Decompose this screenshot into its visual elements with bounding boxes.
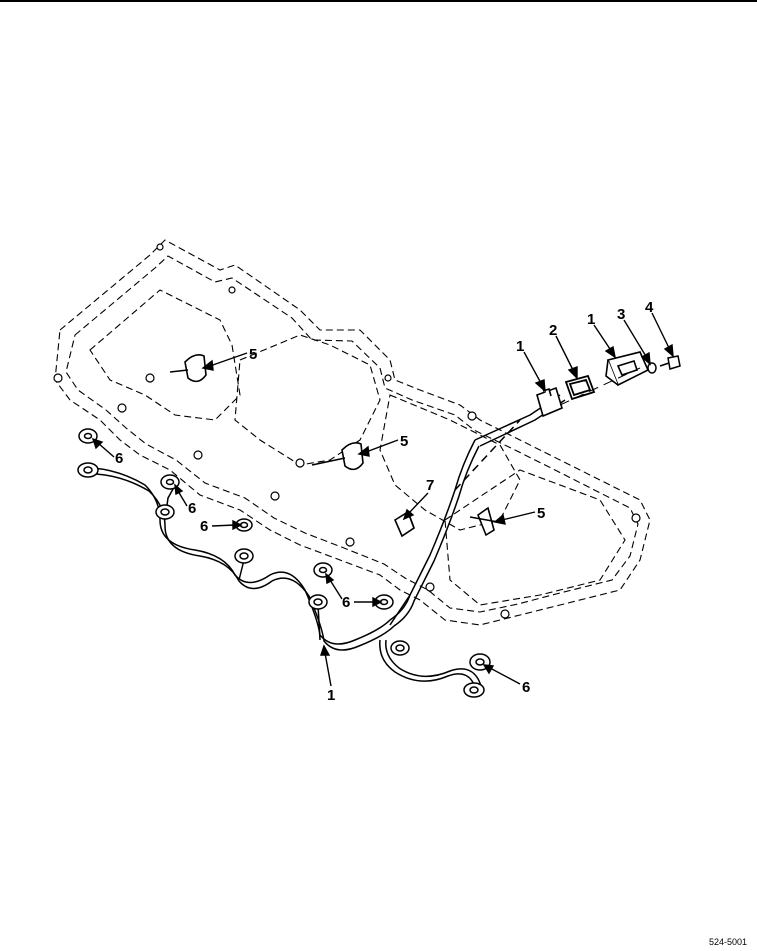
top-rule <box>0 0 757 2</box>
cap-screw <box>659 355 681 370</box>
harness-connector <box>536 386 563 418</box>
callout-5-clip-b: 5 <box>400 433 408 450</box>
callout-4-screw: 4 <box>645 299 654 316</box>
callout-3-washer: 3 <box>617 306 625 323</box>
wiring-harness <box>91 394 566 691</box>
callout-6-nut-e: 6 <box>522 679 530 696</box>
harness-clip-a <box>169 354 207 383</box>
callout-2-gasket: 2 <box>549 322 557 339</box>
harness-clip-b <box>311 442 364 471</box>
callout-6-nut-d: 6 <box>342 594 350 611</box>
figure-id: 524-5001 <box>708 937 747 947</box>
connector-housing <box>605 351 650 387</box>
callout-1-housing: 1 <box>587 311 595 328</box>
callout-6-nut-a: 6 <box>115 450 123 467</box>
frame-bosses <box>53 243 641 619</box>
cylinder-head-outline <box>54 239 651 626</box>
callout-7-clamp: 7 <box>426 477 434 494</box>
assembly-centerline <box>559 367 641 406</box>
callout-6-nut-b: 6 <box>188 500 196 517</box>
lock-washer <box>647 362 657 374</box>
callout-1-connector: 1 <box>516 338 524 355</box>
ring-terminals <box>77 462 485 698</box>
callout-5-clip-c: 5 <box>537 505 545 522</box>
connector-gasket <box>564 374 596 401</box>
leader-lines <box>91 312 674 687</box>
harness-clip-c <box>469 506 499 537</box>
callout-6-nut-c: 6 <box>200 518 208 535</box>
callout-5-clip-a: 5 <box>249 346 257 363</box>
callout-1-harness: 1 <box>327 687 335 704</box>
terminal-nuts <box>78 428 491 671</box>
